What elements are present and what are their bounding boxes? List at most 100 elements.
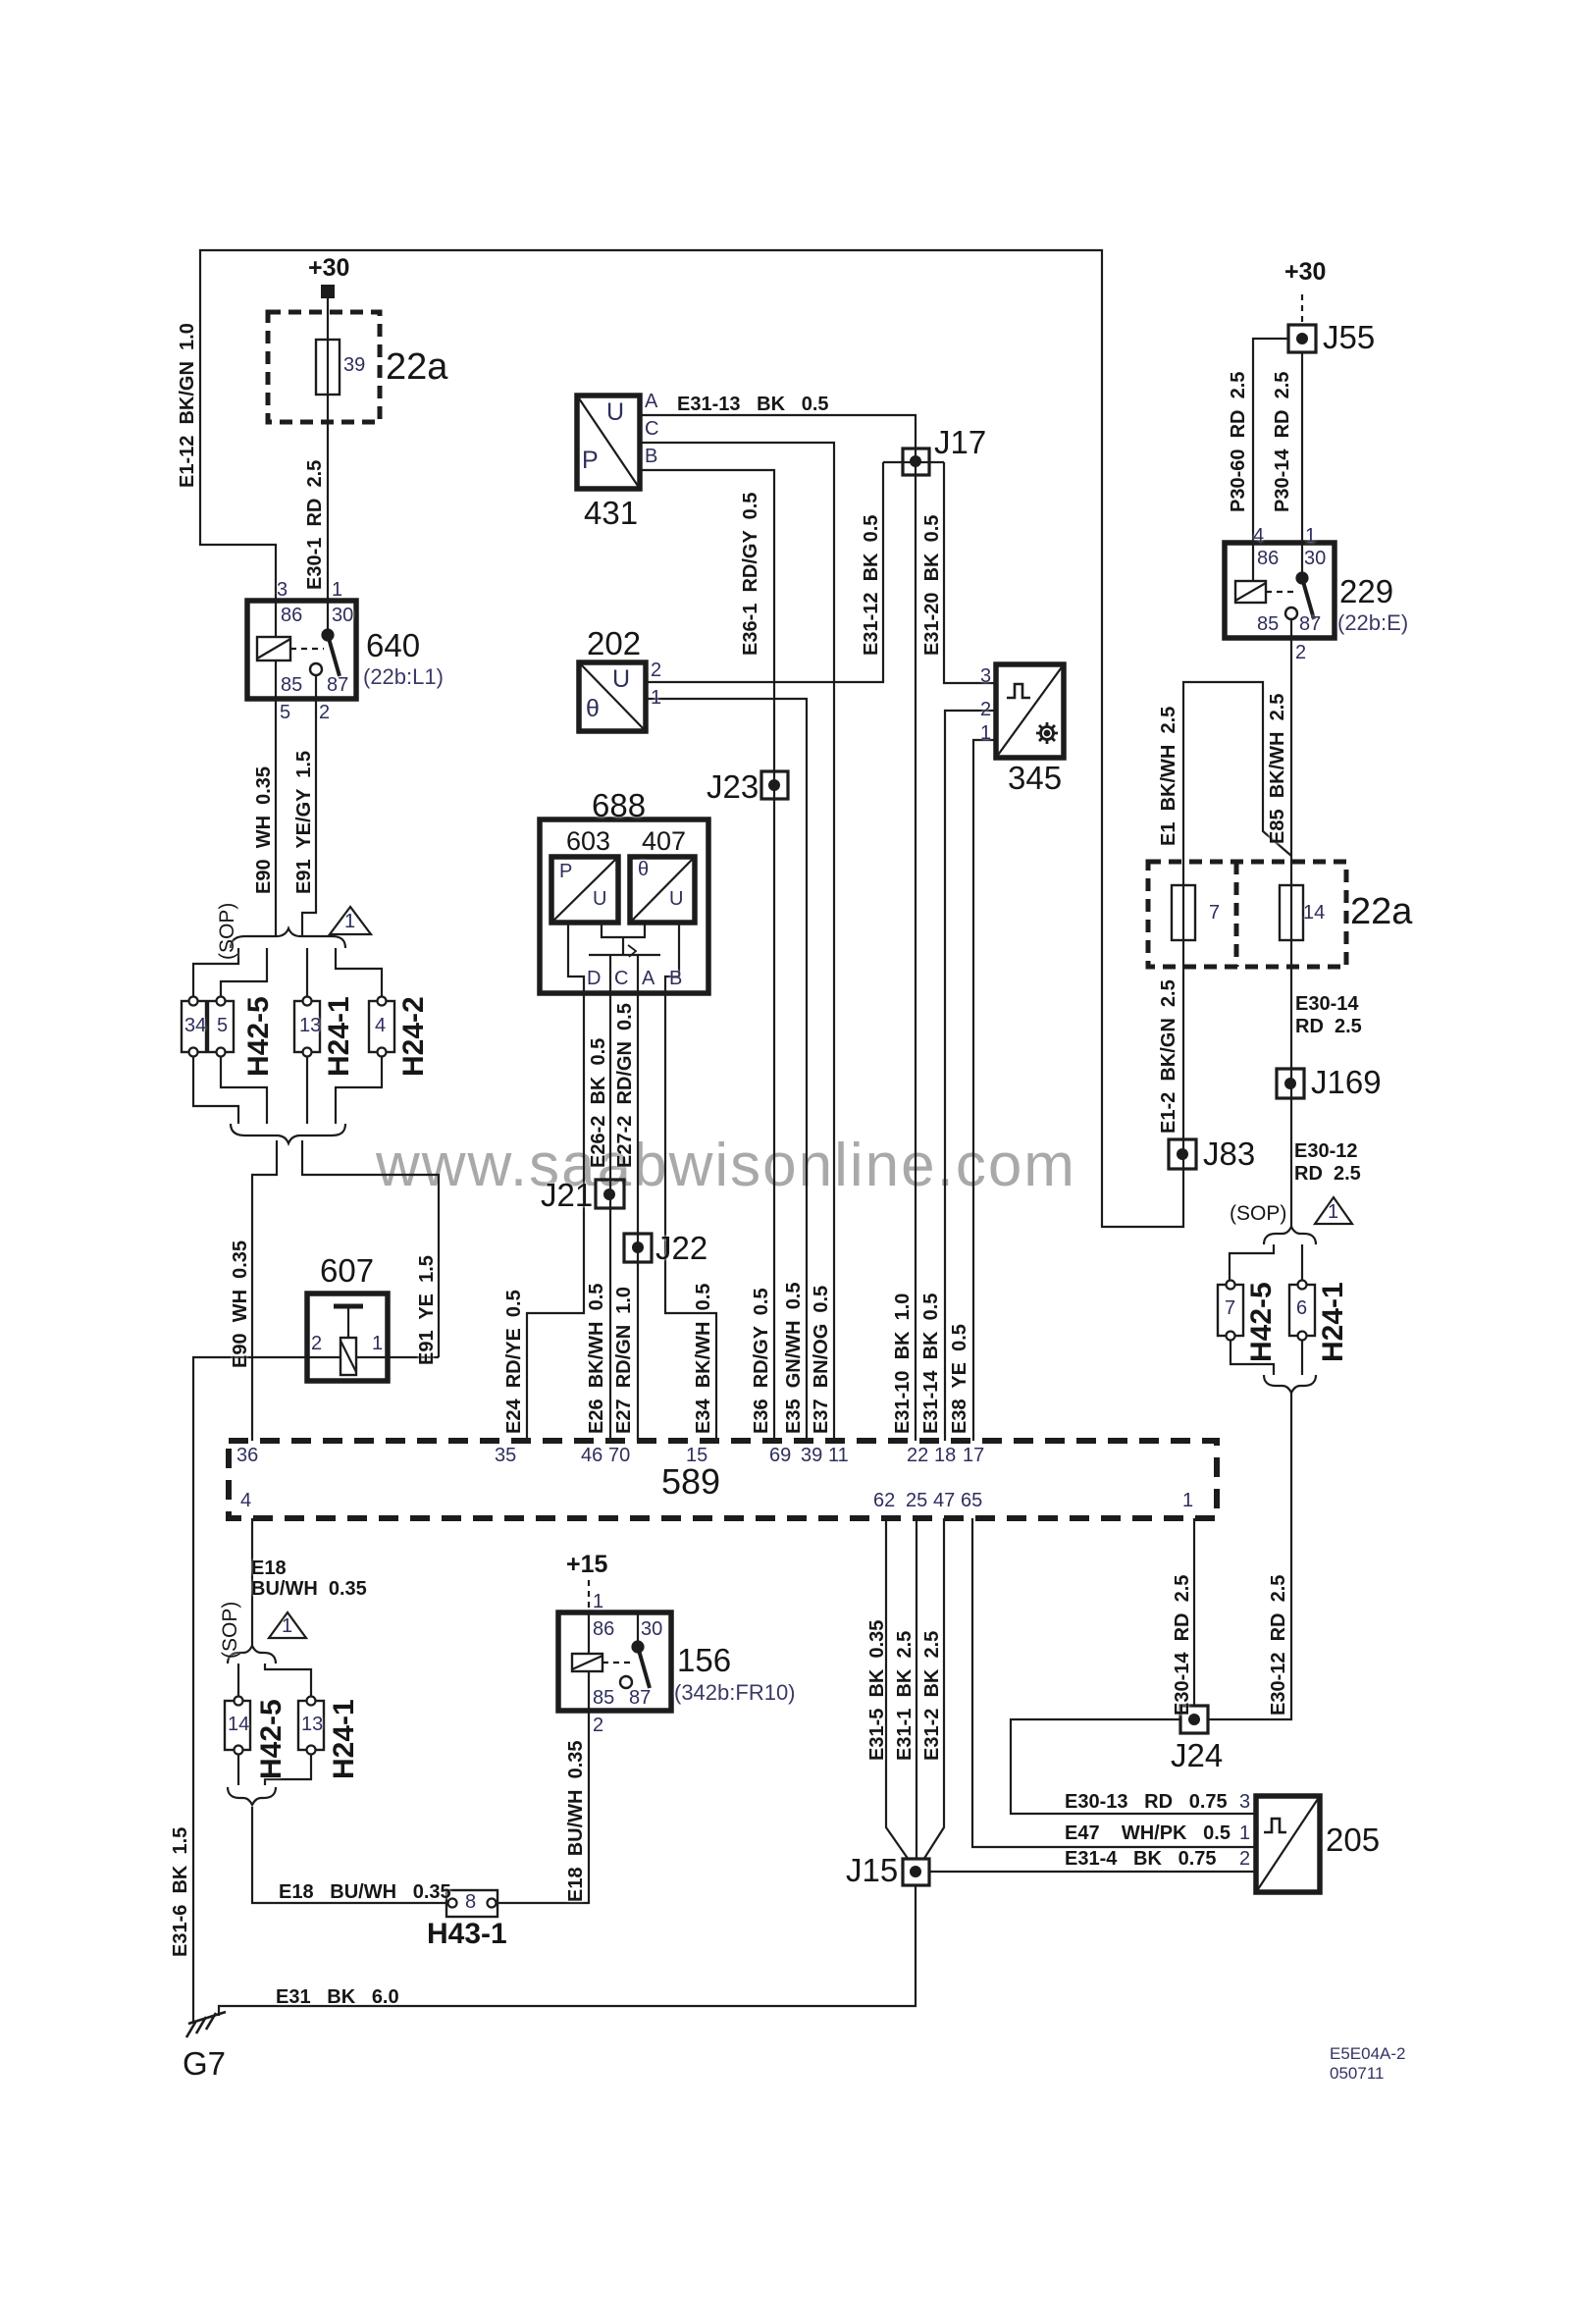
gear-icon: [1036, 722, 1058, 744]
wire-e36: E36 RD/GY 0.5: [751, 1288, 772, 1434]
wire-e31-2: E31-2 BK 2.5: [921, 1630, 943, 1761]
warning-triangles: [266, 905, 1355, 1640]
ecu-pin-70: 70: [608, 1445, 631, 1466]
relay-156-id: 156: [677, 1642, 732, 1678]
conn-h43-1: H43-1: [427, 1918, 507, 1950]
fusebox-22a-right-id: 22a: [1350, 891, 1413, 932]
junction-dots: [321, 285, 1308, 1877]
conn-pin-5: 5: [217, 1015, 229, 1036]
conn-h42-5-right: H42-5: [1245, 1282, 1278, 1362]
sensor-202-id: 202: [587, 625, 642, 661]
pulse-icon: [1007, 682, 1030, 700]
sensor-407-u: U: [669, 888, 684, 910]
fuse-39-symbol: [314, 338, 341, 396]
wire-e36-1: E36-1 RD/GY 0.5: [740, 492, 761, 656]
relay-640-box: [244, 598, 359, 702]
wire-e31-14: [943, 709, 996, 1441]
pulse-icon: [1264, 1817, 1286, 1834]
junction-boxes: [594, 323, 1318, 1887]
ecu-pin-65: 65: [961, 1490, 983, 1511]
relay-156-pin86: 86: [593, 1618, 615, 1640]
actuator-345-pin3: 3: [980, 665, 992, 687]
wire-p30-60: P30-60 RD 2.5: [1228, 371, 1249, 512]
wire-e31-5: E31-5 BK 0.35: [866, 1619, 888, 1761]
wire-e47: E47 WH/PK 0.5: [1065, 1822, 1231, 1844]
wire-e31-4: E31-4 BK 0.75: [1065, 1848, 1217, 1870]
relay-229-sub: (22b:E): [1337, 610, 1409, 635]
relay-640-pin30: 30: [332, 605, 354, 626]
wire-e31-20: E31-20 BK 0.5: [921, 514, 943, 656]
ecu-pin-11: 11: [828, 1445, 849, 1466]
fuse-14: 14: [1303, 902, 1326, 924]
wire-e35: [646, 697, 809, 1441]
relay-229-pin2: 2: [1295, 642, 1307, 663]
relay-229-pin87: 87: [1299, 613, 1322, 635]
conn-h24-1-bottom: H24-1: [328, 1699, 360, 1779]
wire-e34: E34 BK/WH 0.5: [693, 1283, 714, 1434]
junction-j17: J17: [934, 424, 987, 460]
conn-h24-1-right: H24-1: [1317, 1282, 1349, 1362]
triangle-1-left: 1: [344, 911, 356, 932]
wire-e18-relay: [497, 1711, 591, 1905]
wire-e30-12a2: RD 2.5: [1294, 1163, 1361, 1185]
relay-640-pin87: 87: [327, 674, 349, 696]
junction-j22-box: [622, 1232, 654, 1264]
sensor-603-p: P: [559, 861, 573, 882]
wire-e31: E31 BK 6.0: [276, 1986, 399, 2008]
wires: [191, 248, 1304, 2022]
valve-607-internals: [334, 1303, 363, 1377]
wire-e91-lower: [300, 1140, 441, 1357]
wire-e90-upper: E90 WH 0.35: [253, 766, 275, 894]
relay-640-pin2: 2: [319, 702, 331, 723]
sensor-202-u: U: [612, 665, 631, 693]
relay-156-pin1: 1: [593, 1591, 604, 1612]
sensor-431-pinB: B: [645, 446, 658, 467]
junction-j169: J169: [1311, 1064, 1382, 1100]
triangle-1-bottom: 1: [282, 1615, 293, 1637]
relay-156-pin2: 2: [593, 1715, 604, 1736]
wire-e1-2: E1-2 BK/GN 2.5: [1158, 979, 1179, 1134]
conn-pin-7r: 7: [1225, 1297, 1236, 1319]
wire-e30-13: [1009, 1717, 1256, 1816]
fuse-7: 7: [1209, 902, 1221, 924]
relay-229-pin85: 85: [1257, 613, 1280, 635]
actuator-glyphs: [1007, 682, 1286, 1834]
plus15: +15: [566, 1551, 608, 1578]
conn-pin-34: 34: [184, 1015, 207, 1036]
block-688-pinC: C: [614, 968, 629, 989]
sensor-202-box: [576, 660, 649, 734]
block-688-pinA: A: [642, 968, 655, 989]
fuse-39: 39: [343, 354, 366, 376]
wire-e91-lower: E91 YE 1.5: [416, 1255, 438, 1365]
wire-e31-2: [922, 1518, 946, 1861]
fuse-14-symbol: [1278, 883, 1305, 942]
relay-229-id: 229: [1339, 573, 1394, 609]
conn-pin-13b: 13: [301, 1714, 324, 1735]
wire-e30-14a2: RD 2.5: [1295, 1016, 1362, 1037]
fuse-7-symbol: [1170, 883, 1197, 942]
junction-j24: J24: [1171, 1737, 1224, 1773]
wire-e31-1: E31-1 BK 2.5: [894, 1630, 916, 1761]
ecu-pin-46: 46: [581, 1445, 603, 1466]
wire-e31-12: E31-12 BK 0.5: [861, 514, 882, 656]
ecu-pin-4: 4: [240, 1490, 252, 1511]
relay-229-box: [1222, 540, 1337, 641]
ecu-pin-47: 47: [933, 1490, 956, 1511]
doc-date: 050711: [1330, 2064, 1385, 2083]
relay-229-pin1: 1: [1305, 525, 1317, 547]
valve-607-pin2: 2: [311, 1333, 323, 1354]
fusebox-22a-left: [265, 309, 383, 425]
junction-j21: J21: [541, 1177, 594, 1213]
actuator-205-id: 205: [1326, 1822, 1381, 1858]
ecu-pin-39: 39: [801, 1445, 823, 1466]
wire-e31-13-10: [640, 413, 917, 1441]
wire-e90-lower: [250, 1140, 279, 1441]
wire-e36: [640, 468, 776, 1441]
junction-j15: J15: [846, 1852, 899, 1888]
actuator-205-box: [1253, 1793, 1323, 1895]
sensor-202-pin2: 2: [651, 660, 662, 681]
relay-156-box: [555, 1610, 674, 1714]
relay-internals: [255, 571, 1316, 1690]
wire-e91-upper: E91 YE/GY 1.5: [293, 750, 315, 894]
